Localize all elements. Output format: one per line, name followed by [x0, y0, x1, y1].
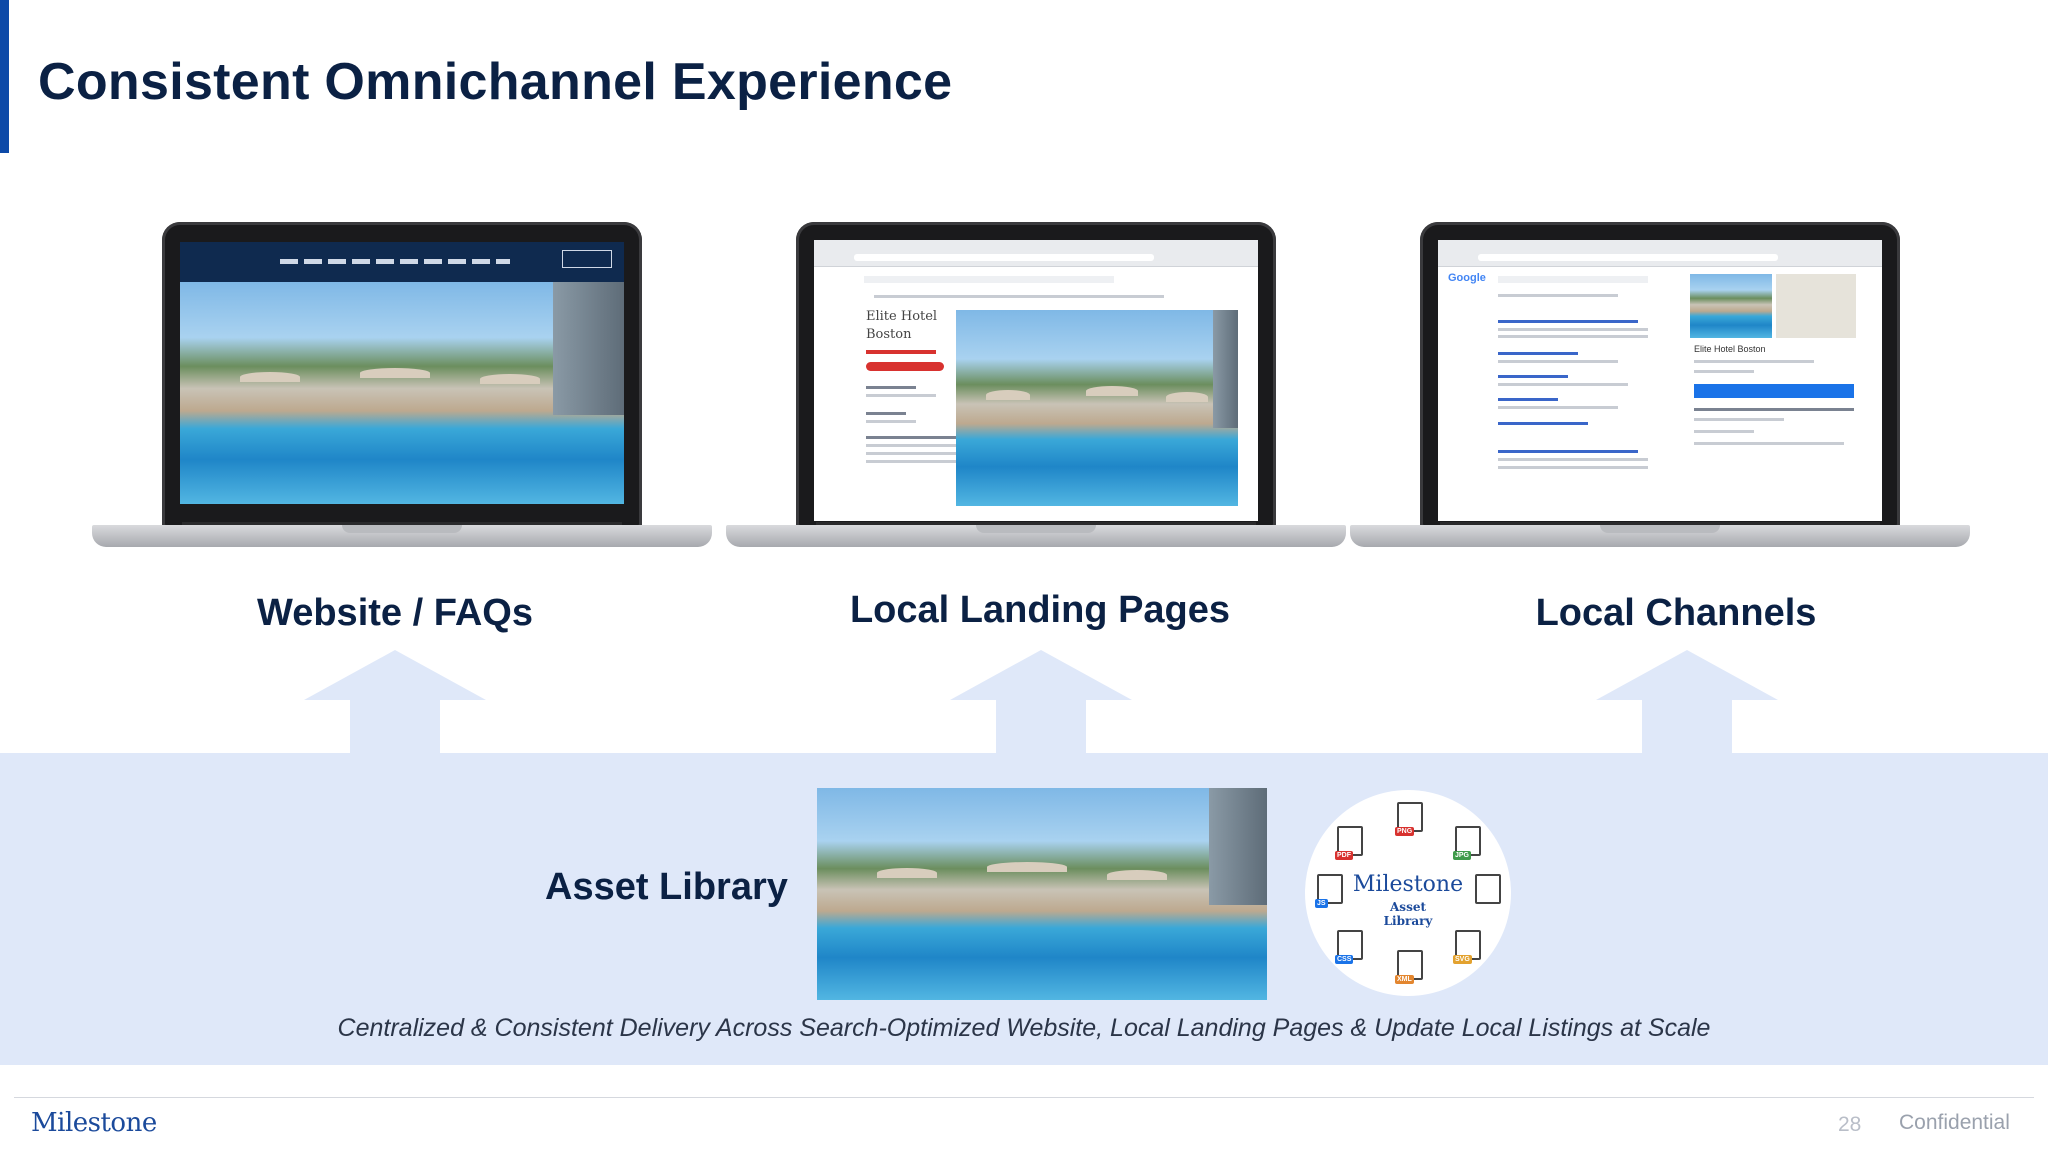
landing-hotel-name-line2: Boston	[866, 327, 912, 342]
laptop-channels: Google Elite Hotel Boston	[1350, 222, 1970, 572]
badge-brand: Milestone	[1352, 872, 1464, 897]
google-logo: Google	[1448, 272, 1486, 284]
js-file-icon: JS	[1315, 874, 1343, 908]
label-local-landing-pages: Local Landing Pages	[849, 589, 1231, 631]
up-arrow-channels	[1596, 650, 1778, 754]
jpg-file-icon: JPG	[1453, 826, 1481, 860]
txt-file-icon	[1475, 874, 1501, 904]
landing-page-screenshot: Elite Hotel Boston	[814, 240, 1258, 521]
confidential-label: Confidential	[1899, 1111, 2010, 1134]
label-local-channels: Local Channels	[1535, 592, 1817, 634]
svg-file-icon: SVG	[1453, 930, 1481, 964]
footer-divider	[14, 1097, 2034, 1098]
page-number: 28	[1838, 1113, 1862, 1136]
badge-sub-line1: Asset	[1390, 900, 1426, 914]
milestone-asset-library-badge: Milestone Asset Library PDF PNG JPG JS C…	[1305, 790, 1511, 996]
label-website-faqs: Website / FAQs	[257, 592, 533, 634]
google-search-screenshot: Google Elite Hotel Boston	[1438, 240, 1882, 521]
pdf-file-icon: PDF	[1335, 826, 1363, 860]
laptop-landing: Elite Hotel Boston	[726, 222, 1346, 572]
asset-library-image	[817, 788, 1267, 1000]
local-hotel-name: Elite Hotel Boston	[1694, 344, 1766, 354]
landing-hotel-name-line1: Elite Hotel	[866, 309, 938, 324]
footer-logo: Milestone	[31, 1108, 157, 1138]
accent-bar	[0, 0, 9, 153]
laptop-website	[92, 222, 712, 572]
slide-title: Consistent Omnichannel Experience	[38, 53, 953, 111]
asset-library-label: Asset Library	[545, 866, 788, 908]
tagline: Centralized & Consistent Delivery Across…	[337, 1014, 1711, 1042]
up-arrow-website	[304, 650, 486, 754]
png-file-icon: PNG	[1395, 802, 1423, 836]
up-arrow-landing	[950, 650, 1132, 754]
website-screenshot	[180, 242, 624, 504]
badge-sub-line2: Library	[1383, 914, 1433, 928]
css-file-icon: CSS	[1335, 930, 1363, 964]
xml-file-icon: XML	[1395, 950, 1423, 984]
map-thumbnail	[1776, 274, 1856, 338]
